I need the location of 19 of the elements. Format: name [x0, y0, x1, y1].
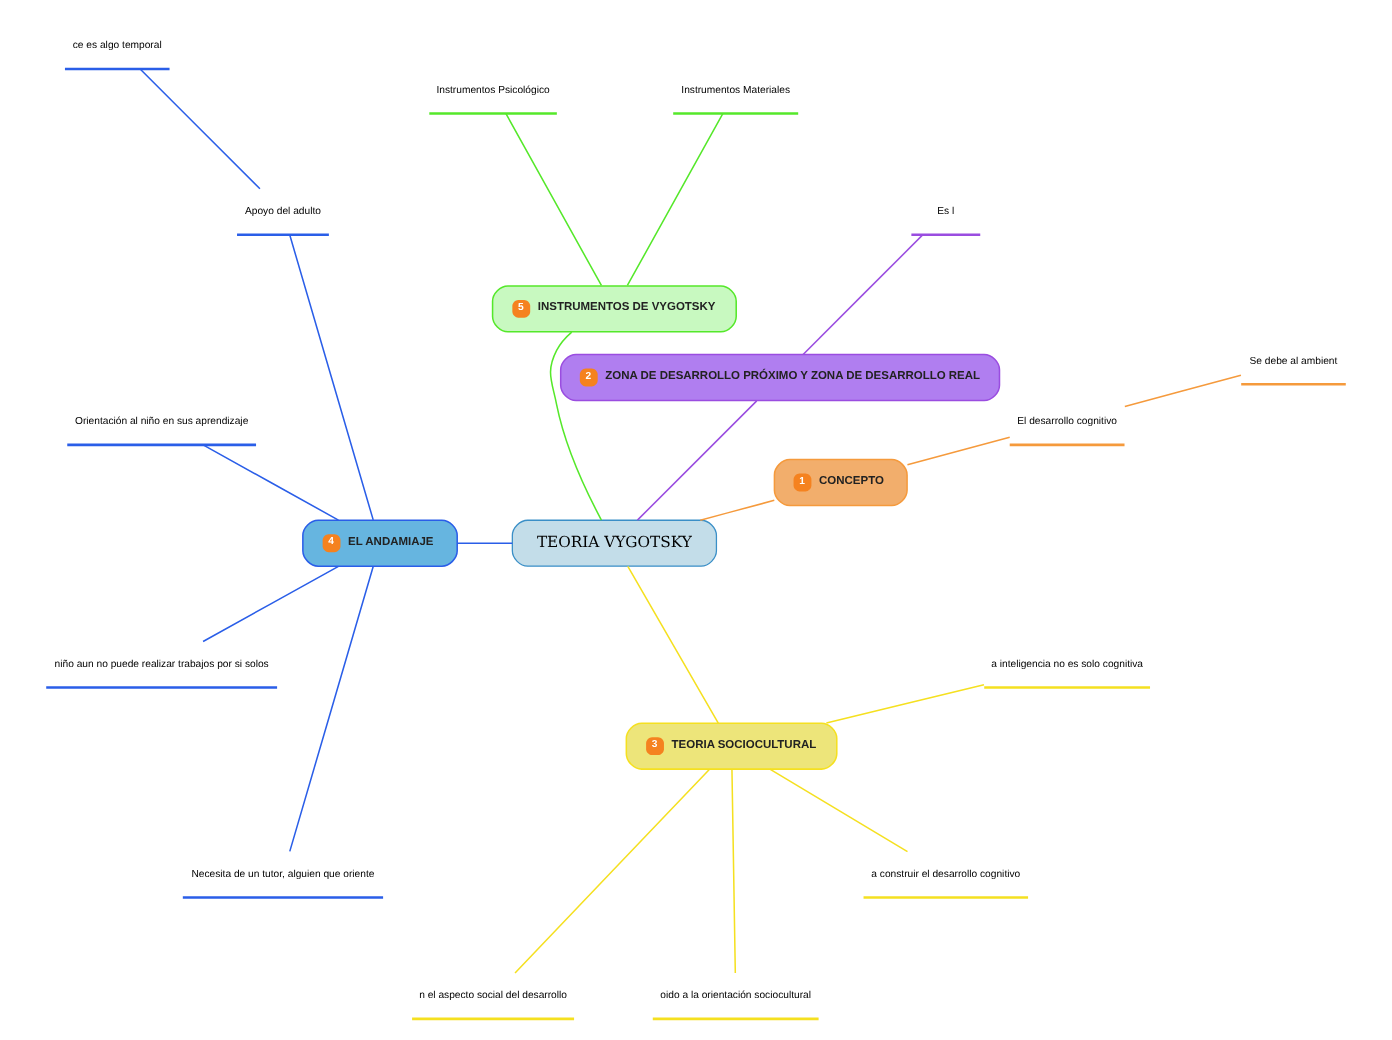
connector	[289, 564, 374, 852]
connector	[731, 767, 737, 973]
connector	[456, 541, 514, 543]
connector	[505, 111, 603, 286]
connector	[627, 564, 720, 723]
connector	[289, 233, 374, 520]
connector	[699, 498, 776, 520]
connector	[825, 683, 985, 723]
connector	[626, 111, 724, 286]
connector	[549, 330, 603, 520]
connector	[202, 443, 340, 520]
connector	[202, 564, 340, 642]
connector	[636, 399, 758, 520]
connector	[139, 67, 261, 189]
connector	[514, 767, 711, 973]
connector	[769, 767, 909, 852]
connector	[906, 435, 1011, 465]
connector	[802, 233, 924, 355]
connector	[1124, 373, 1242, 407]
